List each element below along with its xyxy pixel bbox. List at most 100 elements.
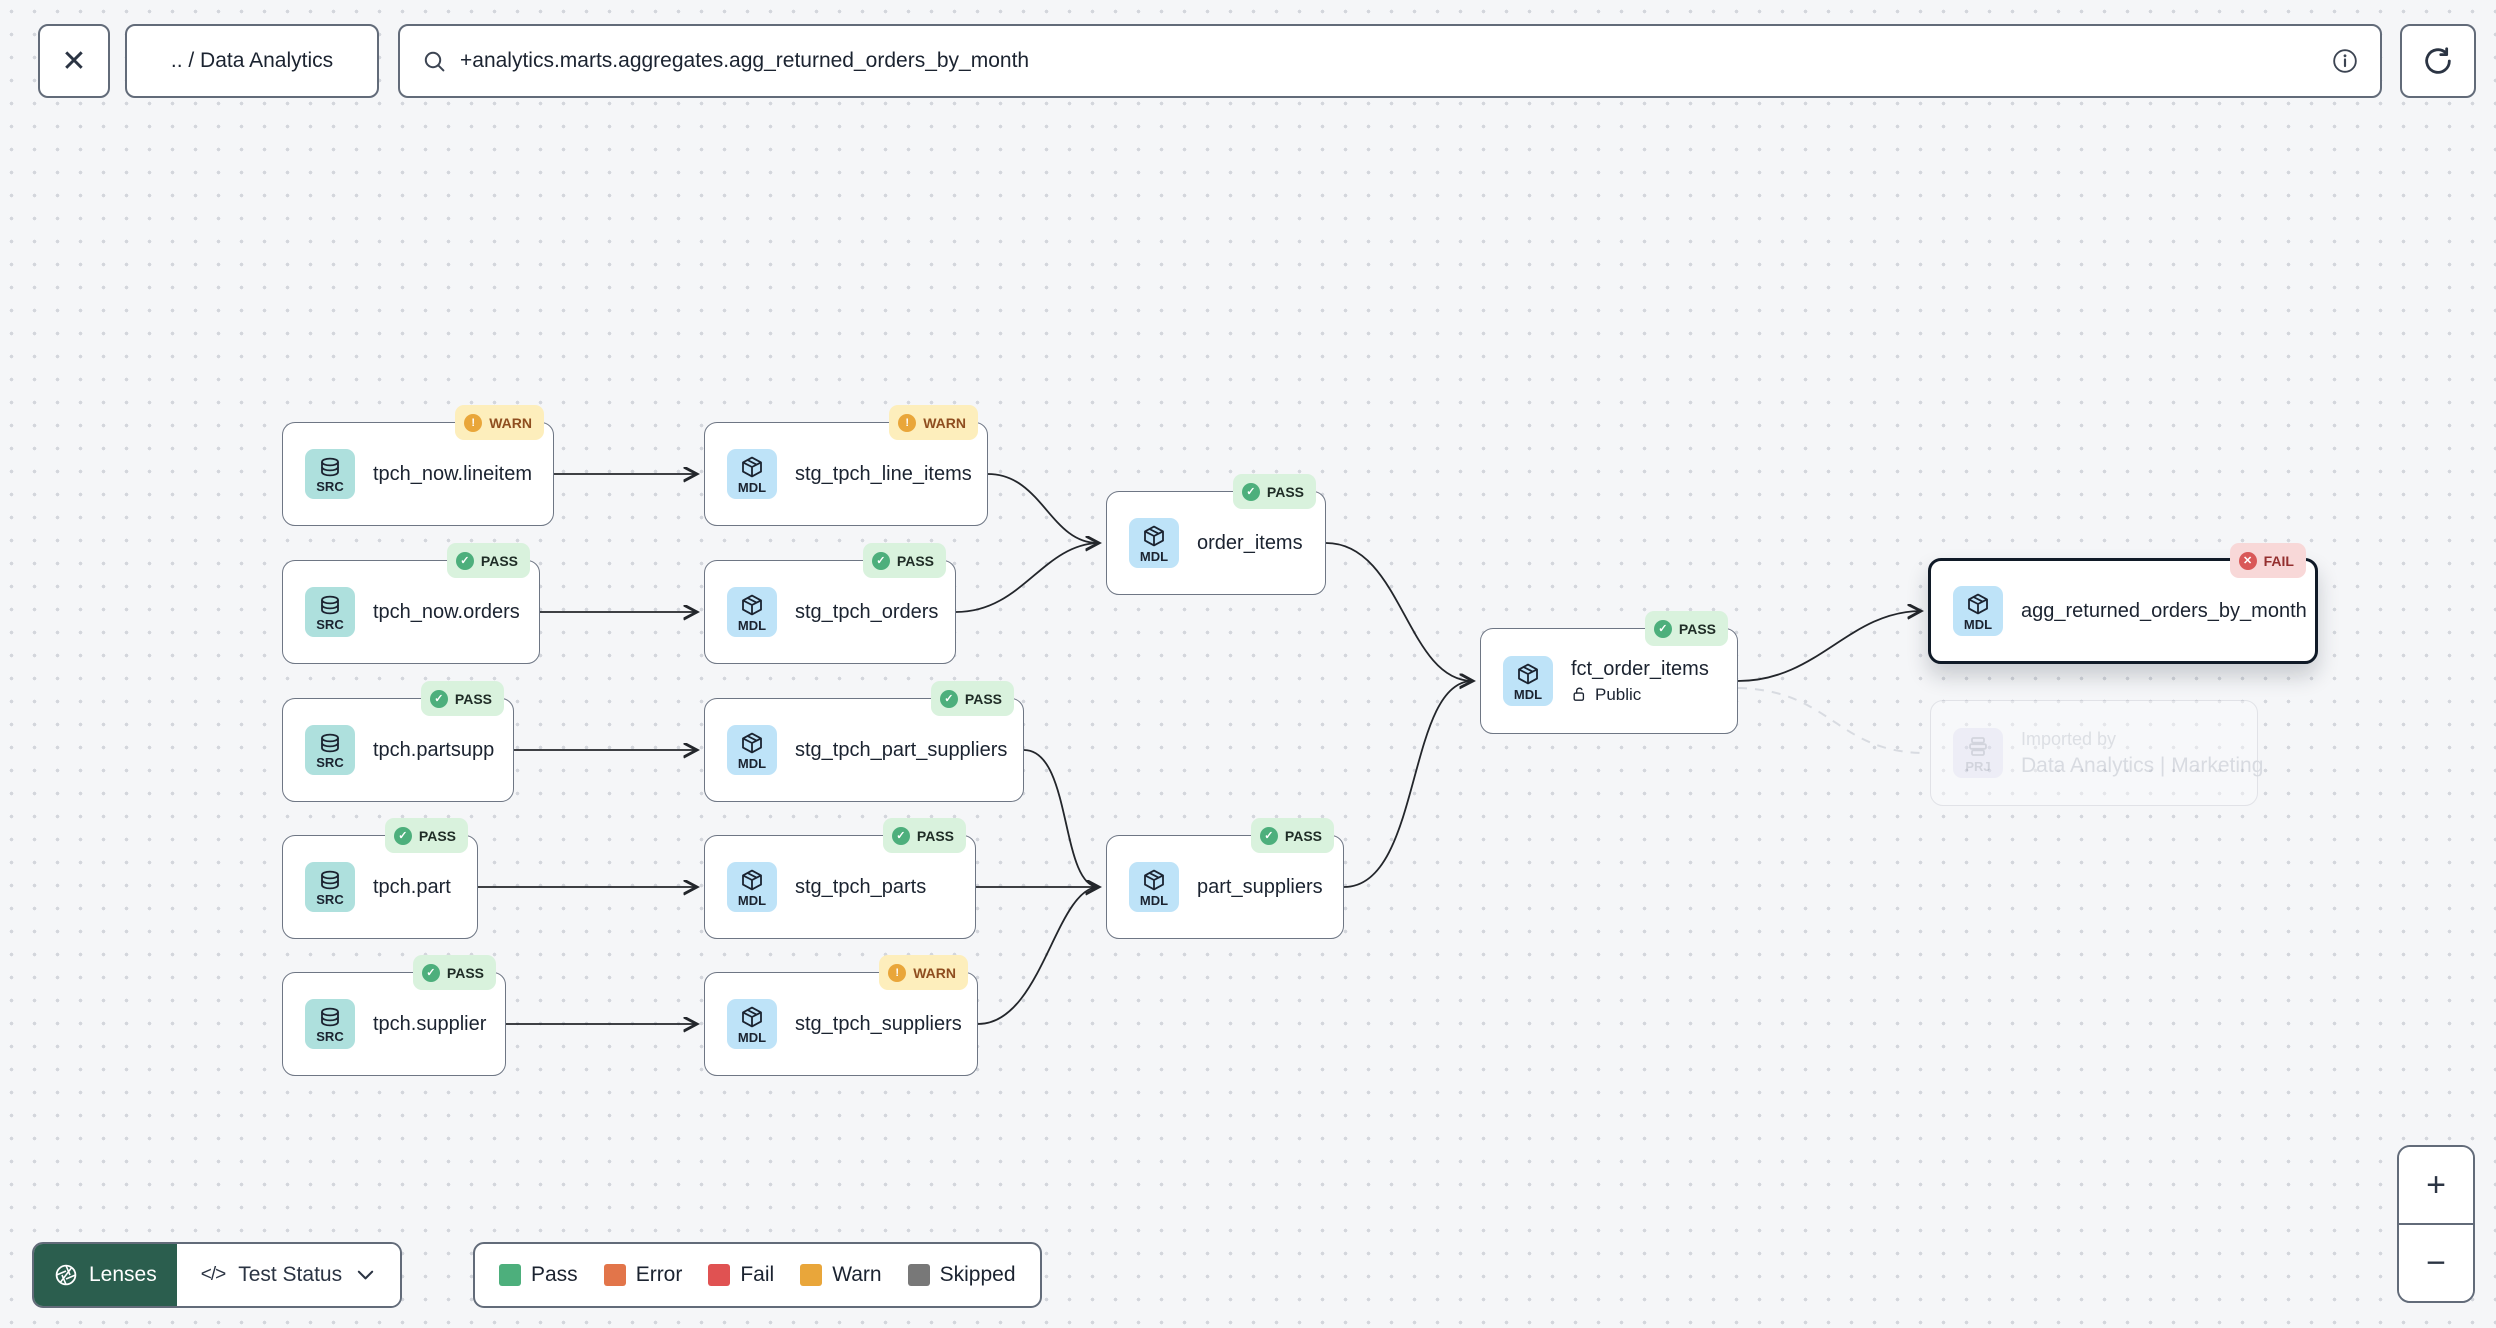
node-tpch-partsupp[interactable]: ✓PASS SRC tpch.partsupp [282, 681, 514, 802]
node-stg-tpch-orders[interactable]: ✓PASS MDL stg_tpch_orders [704, 543, 956, 664]
lens-control: Lenses </> Test Status [32, 1242, 403, 1308]
zoom-control: + − [2397, 1145, 2475, 1303]
status-badge: ✓PASS [446, 543, 530, 578]
status-badge: ✓PASS [862, 543, 946, 578]
status-badge: !WARN [889, 405, 978, 440]
database-icon [321, 595, 339, 614]
cube-icon [1144, 869, 1164, 890]
minus-icon: − [2426, 1243, 2446, 1282]
model-type-chip: MDL [1953, 586, 2003, 636]
skipped-swatch [907, 1264, 930, 1286]
model-type-chip: MDL [727, 587, 777, 637]
database-icon [321, 457, 339, 476]
source-type-chip: SRC [305, 725, 355, 775]
node-order-items[interactable]: ✓PASS MDL order_items [1106, 474, 1326, 595]
selector-search[interactable] [398, 24, 2382, 98]
source-type-chip: SRC [305, 449, 355, 499]
check-icon: ✓ [429, 689, 448, 708]
plus-icon: + [2426, 1165, 2446, 1204]
fail-icon: ✕ [2238, 551, 2257, 570]
legend-item-error: Error [603, 1263, 682, 1287]
warn-icon: ! [898, 413, 917, 432]
check-icon: ✓ [1259, 826, 1278, 845]
lens-select-test-status[interactable]: </> Test Status [176, 1244, 401, 1306]
model-type-chip: MDL [727, 862, 777, 912]
database-icon [321, 733, 339, 752]
chevron-down-icon [357, 1270, 374, 1279]
cube-icon [1968, 593, 1988, 614]
warn-icon: ! [464, 413, 483, 432]
close-button[interactable]: ✕ [38, 24, 110, 98]
node-stg-tpch-part-suppliers[interactable]: ✓PASS MDL stg_tpch_part_suppliers [704, 681, 1024, 802]
legend-item-fail: Fail [708, 1263, 774, 1287]
node-stg-tpch-suppliers[interactable]: !WARN MDL stg_tpch_suppliers [704, 955, 978, 1076]
status-badge: ✓PASS [1232, 474, 1316, 509]
warn-icon: ! [888, 963, 907, 982]
project-type-chip: PRJ [1953, 728, 2003, 778]
code-icon: </> [200, 1264, 227, 1285]
search-input[interactable] [460, 49, 2318, 73]
check-icon: ✓ [455, 551, 474, 570]
check-icon: ✓ [1653, 619, 1672, 638]
cube-icon [742, 456, 762, 477]
status-badge: ✓PASS [882, 818, 966, 853]
node-tpch-now-lineitem[interactable]: !WARN SRC tpch_now.lineitem [282, 405, 554, 526]
status-badge: ✓PASS [1644, 611, 1728, 646]
node-tpch-now-orders[interactable]: ✓PASS SRC tpch_now.orders [282, 543, 540, 664]
database-icon [321, 870, 339, 889]
source-type-chip: SRC [305, 587, 355, 637]
node-tpch-supplier[interactable]: ✓PASS SRC tpch.supplier [282, 955, 506, 1076]
status-badge: ✓PASS [412, 955, 496, 990]
node-part-suppliers[interactable]: ✓PASS MDL part_suppliers [1106, 818, 1344, 939]
node-stg-tpch-parts[interactable]: ✓PASS MDL stg_tpch_parts [704, 818, 976, 939]
model-type-chip: MDL [1129, 518, 1179, 568]
search-icon [424, 51, 445, 72]
model-type-chip: MDL [727, 725, 777, 775]
status-badge: ✓PASS [1250, 818, 1334, 853]
zoom-out-button[interactable]: − [2399, 1225, 2473, 1301]
legend-item-warn: Warn [800, 1263, 882, 1287]
refresh-button[interactable] [2400, 24, 2476, 98]
aperture-icon [55, 1264, 77, 1286]
node-fct-order-items[interactable]: ✓PASS MDL fct_order_items Public [1480, 611, 1738, 734]
source-type-chip: SRC [305, 862, 355, 912]
cube-icon [1518, 663, 1538, 684]
model-type-chip: MDL [1503, 656, 1553, 706]
legend-item-skipped: Skipped [907, 1263, 1016, 1287]
check-icon: ✓ [939, 689, 958, 708]
zoom-in-button[interactable]: + [2399, 1147, 2473, 1223]
lenses-button[interactable]: Lenses [34, 1244, 177, 1306]
cube-icon [742, 1006, 762, 1027]
status-badge: !WARN [879, 955, 968, 990]
model-type-chip: MDL [1129, 862, 1179, 912]
node-imported-by-marketing[interactable]: PRJ Imported by Data Analytics | Marketi… [1930, 700, 2263, 806]
fail-swatch [708, 1264, 731, 1286]
status-badge: ✕FAIL [2229, 543, 2306, 578]
legend-item-pass: Pass [499, 1263, 578, 1287]
status-badge: ✓PASS [420, 681, 504, 716]
check-icon: ✓ [421, 963, 440, 982]
cube-icon [742, 732, 762, 753]
close-icon: ✕ [61, 44, 87, 78]
node-tpch-part[interactable]: ✓PASS SRC tpch.part [282, 818, 478, 939]
node-agg-returned-orders-by-month[interactable]: ✕FAIL MDL agg_returned_orders_by_month [1928, 543, 2318, 664]
status-badge: !WARN [455, 405, 544, 440]
warn-swatch [800, 1264, 823, 1286]
layers-icon [1969, 736, 1987, 756]
cube-icon [742, 869, 762, 890]
info-icon[interactable] [2332, 48, 2358, 74]
status-badge: ✓PASS [930, 681, 1014, 716]
lock-open-icon [1573, 687, 1585, 701]
database-icon [321, 1007, 339, 1026]
refresh-icon [2425, 47, 2451, 74]
test-status-legend: Pass Error Fail Warn Skipped [473, 1242, 1042, 1308]
node-stg-tpch-line-items[interactable]: !WARN MDL stg_tpch_line_items [704, 405, 988, 526]
check-icon: ✓ [891, 826, 910, 845]
status-badge: ✓PASS [384, 818, 468, 853]
check-icon: ✓ [393, 826, 412, 845]
model-type-chip: MDL [727, 449, 777, 499]
cube-icon [742, 594, 762, 615]
breadcrumb[interactable]: .. / Data Analytics [125, 24, 379, 98]
